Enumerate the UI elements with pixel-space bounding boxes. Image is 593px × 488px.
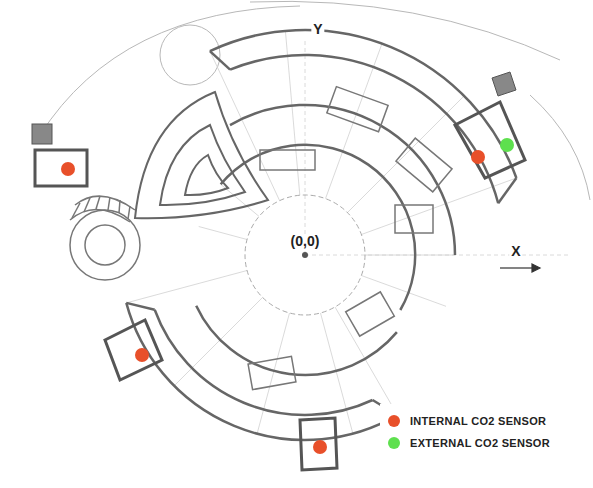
legend: INTERNAL CO2 SENSOR EXTERNAL CO2 SENSOR: [380, 404, 558, 460]
spiral-stair: [70, 196, 140, 280]
axis-label: X: [509, 244, 522, 259]
legend-entry: EXTERNAL CO2 SENSOR: [388, 432, 550, 454]
origin-point: [302, 252, 308, 258]
building-walls: [126, 30, 516, 440]
site-arc: [40, 6, 300, 135]
axis-label: (0,0): [289, 234, 322, 249]
inner-ring: [245, 195, 365, 315]
legend-text: INTERNAL CO2 SENSOR: [410, 415, 546, 427]
legend-entry: INTERNAL CO2 SENSOR: [388, 410, 550, 432]
west-wing: [135, 92, 268, 218]
roof-units: [32, 72, 516, 144]
site-circle: [160, 25, 220, 85]
legend-swatch: [388, 415, 400, 427]
axis-marker: [500, 264, 540, 272]
grid-radials: [126, 31, 570, 434]
site-arc: [530, 95, 590, 200]
axis-label: Y: [311, 22, 324, 37]
interior-rooms: [248, 87, 452, 390]
legend-swatch: [388, 437, 400, 449]
legend-text: EXTERNAL CO2 SENSOR: [410, 437, 550, 449]
